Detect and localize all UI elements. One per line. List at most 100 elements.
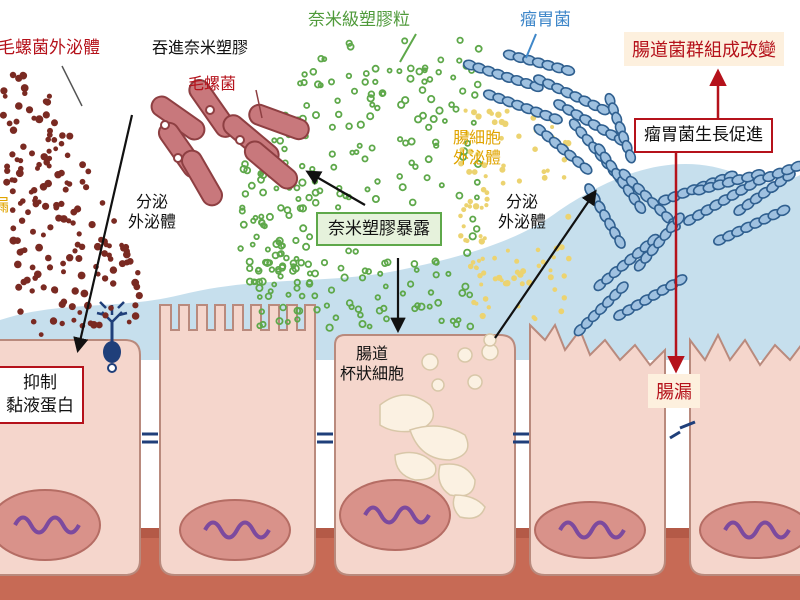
- particle-dot: [298, 204, 307, 213]
- ruminococcus-cell: [790, 160, 800, 172]
- particle-dot: [504, 280, 511, 287]
- particle-dot: [311, 292, 319, 300]
- particle-dot: [408, 198, 417, 207]
- particle-dot: [455, 191, 464, 200]
- particle-dot: [408, 159, 416, 167]
- particle-dot: [464, 203, 469, 208]
- particle-dot: [357, 311, 364, 319]
- particle-dot: [268, 266, 276, 273]
- particle-dot: [375, 306, 384, 315]
- particle-dot: [358, 274, 367, 282]
- particle-dot: [438, 317, 445, 324]
- particle-dot: [9, 207, 16, 213]
- particle-dot: [458, 213, 463, 219]
- particle-dot: [313, 80, 322, 89]
- particle-dot: [135, 270, 141, 276]
- particle-dot: [334, 204, 342, 211]
- particle-dot: [346, 42, 355, 51]
- particle-dot: [362, 70, 370, 77]
- particle-dot: [302, 242, 311, 251]
- particle-dot: [60, 260, 66, 267]
- particle-dot: [46, 132, 53, 138]
- particle-dot: [532, 316, 538, 322]
- particle-dot: [29, 150, 35, 157]
- particle-dot: [374, 104, 381, 112]
- particle-dot: [433, 142, 440, 149]
- ruminococcus-cell: [616, 281, 629, 294]
- particle-dot: [536, 263, 542, 269]
- particle-dot: [417, 302, 426, 311]
- label-secrete-right: 分泌 外泌體: [498, 192, 546, 232]
- particle-dot: [491, 119, 498, 126]
- particle-dot: [280, 242, 286, 249]
- particle-dot: [18, 217, 26, 224]
- tight-junctions: [142, 420, 696, 444]
- label-leaky-gut: 腸漏: [648, 374, 700, 408]
- particle-dot: [293, 306, 302, 315]
- particle-dot: [367, 90, 376, 98]
- particle-dot: [13, 118, 20, 125]
- particle-dot: [36, 161, 42, 168]
- particle-dot: [135, 292, 143, 300]
- particle-dot: [499, 278, 504, 283]
- particle-dot: [51, 286, 59, 294]
- label-goblet-line1: 腸道: [356, 344, 389, 363]
- particle-dot: [298, 178, 307, 187]
- particle-dot: [476, 258, 482, 263]
- particle-dot: [481, 162, 488, 169]
- particle-dot: [475, 113, 482, 120]
- particle-dot: [558, 308, 565, 315]
- particle-dot: [47, 224, 54, 231]
- particle-dot: [350, 87, 358, 95]
- particle-dot: [418, 86, 427, 94]
- label-inhibit-mucin: 抑制 黏液蛋白: [0, 366, 84, 424]
- particle-dot: [461, 224, 466, 229]
- particle-dot: [59, 320, 65, 327]
- particle-dot: [271, 137, 278, 144]
- particle-dot: [461, 207, 467, 213]
- particle-dot: [516, 133, 522, 139]
- label-goblet-cell: 腸道 杯狀細胞: [340, 344, 404, 384]
- particle-dot: [311, 178, 319, 185]
- particle-dot: [452, 105, 460, 113]
- particle-dot: [239, 165, 248, 174]
- mucin-granules: [379, 333, 499, 519]
- particle-dot: [297, 80, 304, 87]
- particle-dot: [250, 217, 257, 224]
- particle-dot: [66, 181, 73, 187]
- particle-dot: [76, 231, 82, 237]
- particle-dot: [489, 111, 495, 116]
- particle-dot: [345, 122, 353, 130]
- particle-dot: [550, 125, 555, 129]
- particle-dot: [463, 248, 472, 257]
- particle-dot: [0, 111, 7, 119]
- particle-dot: [473, 225, 481, 233]
- particle-dot: [80, 289, 89, 298]
- particle-dot: [484, 190, 490, 196]
- particle-dot: [325, 323, 334, 332]
- particle-dot: [374, 178, 381, 185]
- particle-dot: [275, 317, 284, 326]
- particle-dot: [30, 228, 36, 235]
- particle-dot: [499, 166, 506, 173]
- particle-dot: [62, 186, 69, 193]
- particle-dot: [481, 270, 487, 276]
- particle-dot: [267, 288, 274, 295]
- label-uptake-nanoplastic: 吞進奈米塑膠: [152, 38, 249, 57]
- particle-dot: [313, 306, 321, 314]
- particle-dot: [249, 241, 256, 248]
- particle-dot: [356, 142, 363, 149]
- particle-dot: [301, 71, 308, 78]
- particle-dot: [126, 319, 132, 325]
- particle-dot: [475, 151, 481, 157]
- particle-dot: [40, 232, 46, 238]
- particle-dot: [448, 101, 455, 108]
- particle-dot: [29, 264, 36, 271]
- particle-dot: [396, 173, 404, 180]
- particle-dot: [558, 244, 565, 251]
- particle-dot: [58, 300, 66, 308]
- particle-dot: [273, 185, 280, 192]
- particle-dot: [293, 278, 301, 286]
- particle-dot: [4, 163, 11, 170]
